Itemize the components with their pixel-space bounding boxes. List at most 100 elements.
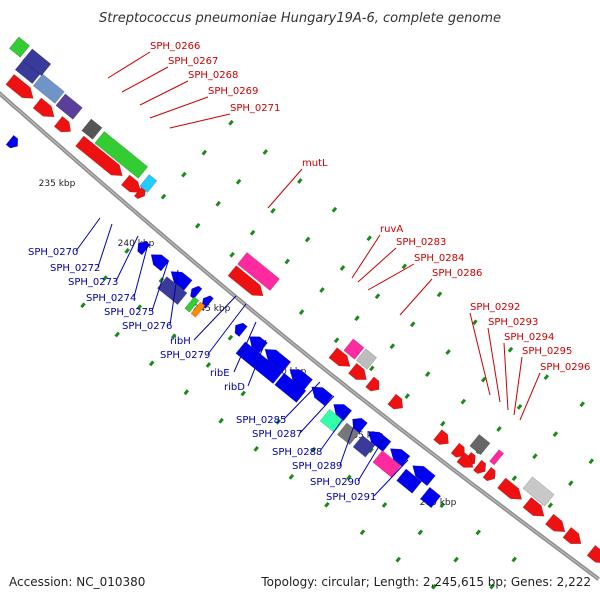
tick-dot — [181, 171, 187, 178]
leader-line — [247, 339, 267, 387]
kbp-tick-label: 250 kbp — [270, 367, 307, 377]
tick-dot — [507, 346, 514, 353]
gene-arrow — [234, 322, 248, 337]
leader-line — [487, 327, 501, 403]
tick-dot — [229, 251, 235, 258]
leader-line — [169, 269, 179, 326]
tick-dot — [366, 235, 372, 242]
genome-stats: Topology: circular; Length: 2,245,615 bp… — [260, 575, 591, 589]
tick-dot — [80, 302, 86, 309]
tick-dot — [148, 360, 155, 367]
leader-line — [267, 168, 303, 209]
tick-dot — [354, 315, 360, 322]
gene-arrow — [170, 271, 193, 291]
leader-line — [351, 234, 381, 279]
gene-label-forward: SPH_0267 — [168, 56, 218, 67]
gene-arrow — [227, 265, 264, 297]
tick-dot — [374, 293, 381, 300]
tick-dot — [227, 334, 234, 341]
gene-arrow — [387, 393, 404, 410]
gene-arrow — [120, 174, 142, 193]
gene-arrow — [190, 285, 203, 300]
leader-line — [139, 80, 189, 106]
leader-line — [75, 217, 101, 252]
gene-label-forward: SPH_0283 — [396, 237, 446, 248]
leader-line — [193, 295, 237, 341]
leader-line — [367, 263, 415, 291]
gene-arrow — [150, 254, 170, 272]
gene-arrow — [352, 417, 368, 434]
tick-dot — [228, 119, 234, 126]
tick-dot — [201, 149, 208, 156]
gene-label-forward: SPH_0294 — [504, 332, 554, 343]
gene-label-forward: SPH_0269 — [208, 86, 258, 97]
tick-dot — [160, 193, 167, 200]
gene-arrow — [348, 362, 367, 380]
tick-dot — [215, 200, 221, 207]
gene-arrow — [32, 97, 55, 118]
gene-arrow — [328, 347, 351, 367]
gene-arrow — [586, 544, 600, 564]
gene-label-forward: ruvA — [380, 224, 403, 235]
gene-arrow — [482, 466, 496, 482]
kbp-tick-label: 245 kbp — [194, 304, 231, 314]
feature-block — [8, 36, 31, 58]
leader-line — [357, 437, 385, 482]
tick-dot — [205, 362, 212, 368]
tick-dot — [253, 446, 259, 452]
tick-dot — [436, 291, 443, 298]
tick-dot — [395, 556, 401, 563]
gene-label-forward: SPH_0292 — [470, 302, 520, 313]
gene-label-reverse: SPH_0272 — [50, 263, 100, 274]
gene-label-reverse: SPH_0279 — [160, 350, 210, 361]
tick-dot — [424, 371, 431, 377]
tick-dot — [401, 263, 408, 270]
tick-dot — [381, 502, 388, 508]
gene-arrow — [264, 349, 292, 373]
feature-block — [81, 118, 103, 140]
feature-block — [372, 450, 402, 478]
kbp-tick-label: 240 kbp — [118, 239, 155, 249]
leader-line — [283, 381, 321, 420]
gene-label-reverse: SPH_0290 — [310, 477, 360, 488]
gene-arrow — [562, 527, 582, 545]
gene-label-reverse: SPH_0273 — [68, 277, 118, 288]
gene-label-reverse: SPH_0287 — [252, 429, 302, 440]
tick-dot — [339, 265, 346, 271]
feature-block — [352, 434, 376, 458]
leader-line — [97, 223, 113, 268]
tick-dot — [170, 333, 177, 340]
gene-label-reverse: SPH_0275 — [104, 307, 154, 318]
tick-dot — [489, 583, 495, 590]
leader-line — [107, 51, 151, 79]
accession-label: Accession: NC_010380 — [9, 575, 145, 589]
gene-label-forward: SPH_0271 — [230, 103, 280, 114]
feature-block — [184, 296, 200, 313]
tick-dot — [284, 258, 290, 265]
tick-dot — [543, 374, 550, 380]
tick-dot — [183, 389, 190, 396]
leader-line — [503, 342, 509, 411]
leader-line — [513, 356, 523, 416]
tick-dot — [417, 529, 424, 536]
tick-dot — [136, 304, 143, 311]
gene-arrow — [367, 431, 392, 452]
leader-line — [169, 113, 231, 129]
tick-dot — [480, 376, 487, 383]
feature-block — [157, 276, 188, 305]
tick-dot — [532, 453, 538, 460]
tick-dot — [511, 556, 517, 563]
tick-dot — [331, 206, 338, 213]
leader-line — [121, 66, 169, 93]
gene-label-forward: mutL — [302, 158, 328, 169]
gene-label-reverse: SPH_0285 — [236, 415, 286, 426]
tick-dot — [409, 321, 416, 328]
leader-line — [319, 411, 349, 452]
feature-block — [396, 468, 422, 494]
tick-dot — [453, 556, 459, 563]
feature-block — [22, 48, 52, 77]
tick-dot — [369, 365, 375, 372]
tick-dot — [475, 529, 481, 536]
feature-block — [343, 338, 365, 360]
feature-block — [139, 174, 158, 193]
